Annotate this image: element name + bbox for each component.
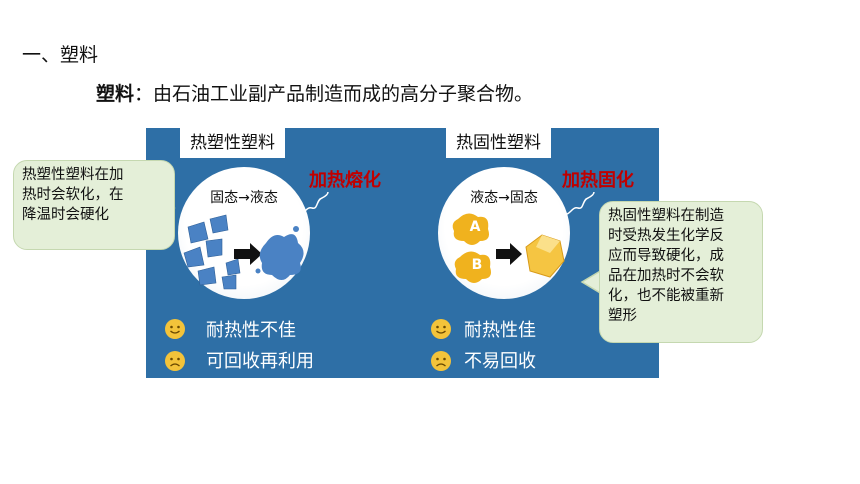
droplet (255, 268, 261, 274)
squiggle-connector (297, 191, 329, 215)
resin-blob-a (452, 213, 489, 245)
solid-chunk (225, 258, 241, 276)
squiggle-connector (563, 191, 595, 215)
callout-line: 化，也不能被重新 (608, 288, 724, 304)
definition-text: 由石油工业副产品制造而成的高分子聚合物。 (153, 83, 534, 105)
callout-line: 应而导致硬化，成 (608, 248, 724, 264)
solid-chunk (197, 266, 217, 286)
curing-diagram (452, 213, 565, 283)
solid-chunk (221, 274, 237, 290)
thermoplastic-process: 加热熔化 (309, 170, 381, 191)
callout-line: 热时会软化，在 (22, 187, 124, 203)
thermoset-callout: 热固性塑料在制造 时受热发生化学反 应而导致硬化，成 品在加热时不会软 化，也不… (599, 201, 763, 343)
thermoset-state-change: 液态→固态 (470, 190, 538, 206)
thermoplastic-con: 可回收再利用 (206, 351, 314, 372)
thermoset-illustration: 液态→固态 A B (438, 167, 570, 299)
callout-line: 塑形 (608, 308, 637, 324)
melting-diagram (183, 214, 304, 290)
thermoplastic-pro: 耐热性不佳 (206, 320, 296, 341)
smiley-face-icon (431, 319, 451, 339)
solid-chunk (187, 221, 209, 244)
callout-line: 热塑性塑料在加 (22, 167, 124, 183)
resin-blob-b (454, 251, 491, 283)
callout-line: 时受热发生化学反 (608, 228, 724, 244)
arrow-icon (234, 243, 262, 265)
thermoset-con: 不易回收 (464, 351, 536, 372)
droplet (293, 226, 299, 232)
thermoplastic-illustration: 固态→液态 (178, 167, 310, 299)
plastics-comparison-panel: 热塑性塑料 固态→液态 加热熔化 耐热性不佳 (146, 128, 659, 378)
solid-chunk (209, 214, 229, 234)
section-heading: 一、塑料 (22, 44, 99, 66)
callout-line: 降温时会硬化 (22, 207, 109, 223)
thermoset-title: 热固性塑料 (446, 128, 551, 158)
thermoset-process: 加热固化 (562, 170, 634, 191)
molten-blob (259, 234, 304, 280)
solid-chunk (205, 238, 223, 258)
blob-a-label: A (469, 219, 481, 235)
definition-line: 塑料：由石油工业副产品制造而成的高分子聚合物。 (96, 79, 533, 106)
thermoplastic-title: 热塑性塑料 (180, 128, 285, 158)
thermoset-pro: 耐热性佳 (464, 320, 536, 341)
solid-chunk (183, 246, 205, 268)
arrow-icon (496, 243, 522, 265)
thermoplastic-callout: 热塑性塑料在加 热时会软化，在 降温时会硬化 (13, 160, 175, 250)
sad-face-icon (431, 351, 451, 371)
sad-face-icon (165, 351, 185, 371)
blob-b-label: B (471, 257, 483, 273)
definition-term: 塑料 (96, 83, 135, 105)
callout-line: 热固性塑料在制造 (608, 208, 724, 224)
thermoplastic-state-change: 固态→液态 (210, 190, 278, 206)
callout-line: 品在加热时不会软 (608, 268, 724, 284)
smiley-face-icon (165, 319, 185, 339)
definition-colon: ： (134, 83, 154, 105)
